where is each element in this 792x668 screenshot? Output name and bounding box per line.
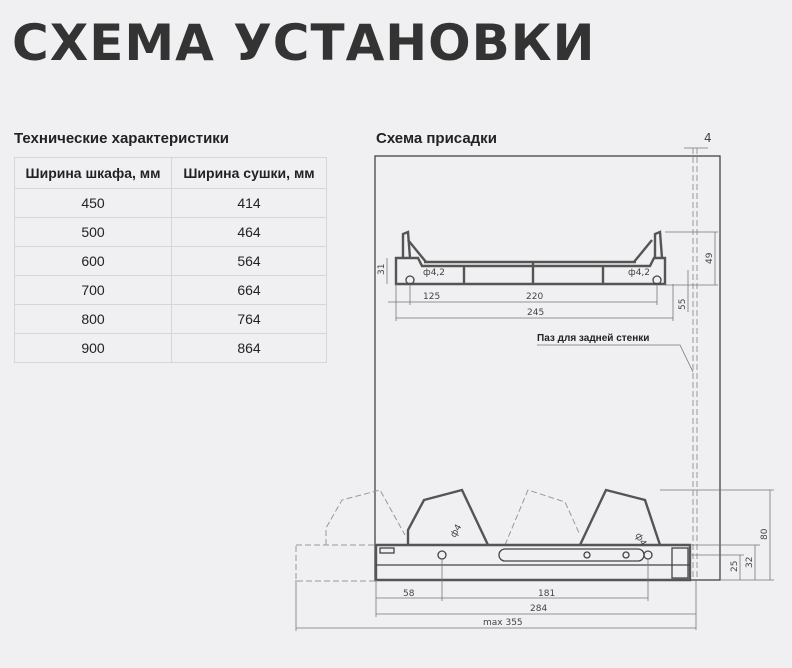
column-header: Ширина сушки, мм	[171, 157, 327, 189]
dim-25: 25	[730, 561, 740, 572]
specs-heading: Технические характеристики	[14, 130, 230, 147]
dim-58: 58	[403, 589, 415, 599]
cabinet-width-cell: 700	[14, 275, 172, 305]
back-groove-label: Паз для задней стенки	[537, 333, 649, 344]
dim-80: 80	[760, 528, 770, 540]
cabinet-side-panel	[374, 155, 721, 581]
cabinet-width-cell: 800	[14, 304, 172, 334]
dim-hole-right: ф4,2	[628, 268, 650, 278]
dryer-width-cell: 414	[171, 188, 327, 218]
dim-max-355: max 355	[483, 618, 523, 628]
page-title: СХЕМА УСТАНОВКИ	[12, 14, 596, 72]
dim-181: 181	[538, 589, 555, 599]
dim-31: 31	[377, 264, 387, 275]
dim-49: 49	[705, 252, 715, 264]
dim-55: 55	[678, 299, 688, 310]
dim-groove: 4	[704, 131, 712, 145]
dryer-extended-outline	[295, 489, 581, 582]
dim-220: 220	[526, 292, 543, 302]
dim-32: 32	[745, 557, 755, 568]
dryer-width-cell: 864	[171, 333, 327, 363]
cabinet-width-cell: 900	[14, 333, 172, 363]
dryer-rail-side	[374, 488, 692, 582]
dim-125: 125	[423, 292, 440, 302]
cabinet-width-cell: 450	[14, 188, 172, 218]
diagram-heading: Схема присадки	[376, 130, 497, 147]
column-header: Ширина шкафа, мм	[14, 157, 172, 189]
dim-284: 284	[530, 604, 547, 614]
dim-hole-left: ф4,2	[423, 268, 445, 278]
table-header-row: Ширина шкафа, мм Ширина сушки, мм	[14, 157, 327, 189]
dim-245: 245	[527, 308, 544, 318]
dim-hole-bottom-left: ф4	[449, 523, 465, 540]
cabinet-width-cell: 600	[14, 246, 172, 276]
dryer-frame-top	[394, 230, 667, 286]
dryer-width-cell: 464	[171, 217, 327, 247]
